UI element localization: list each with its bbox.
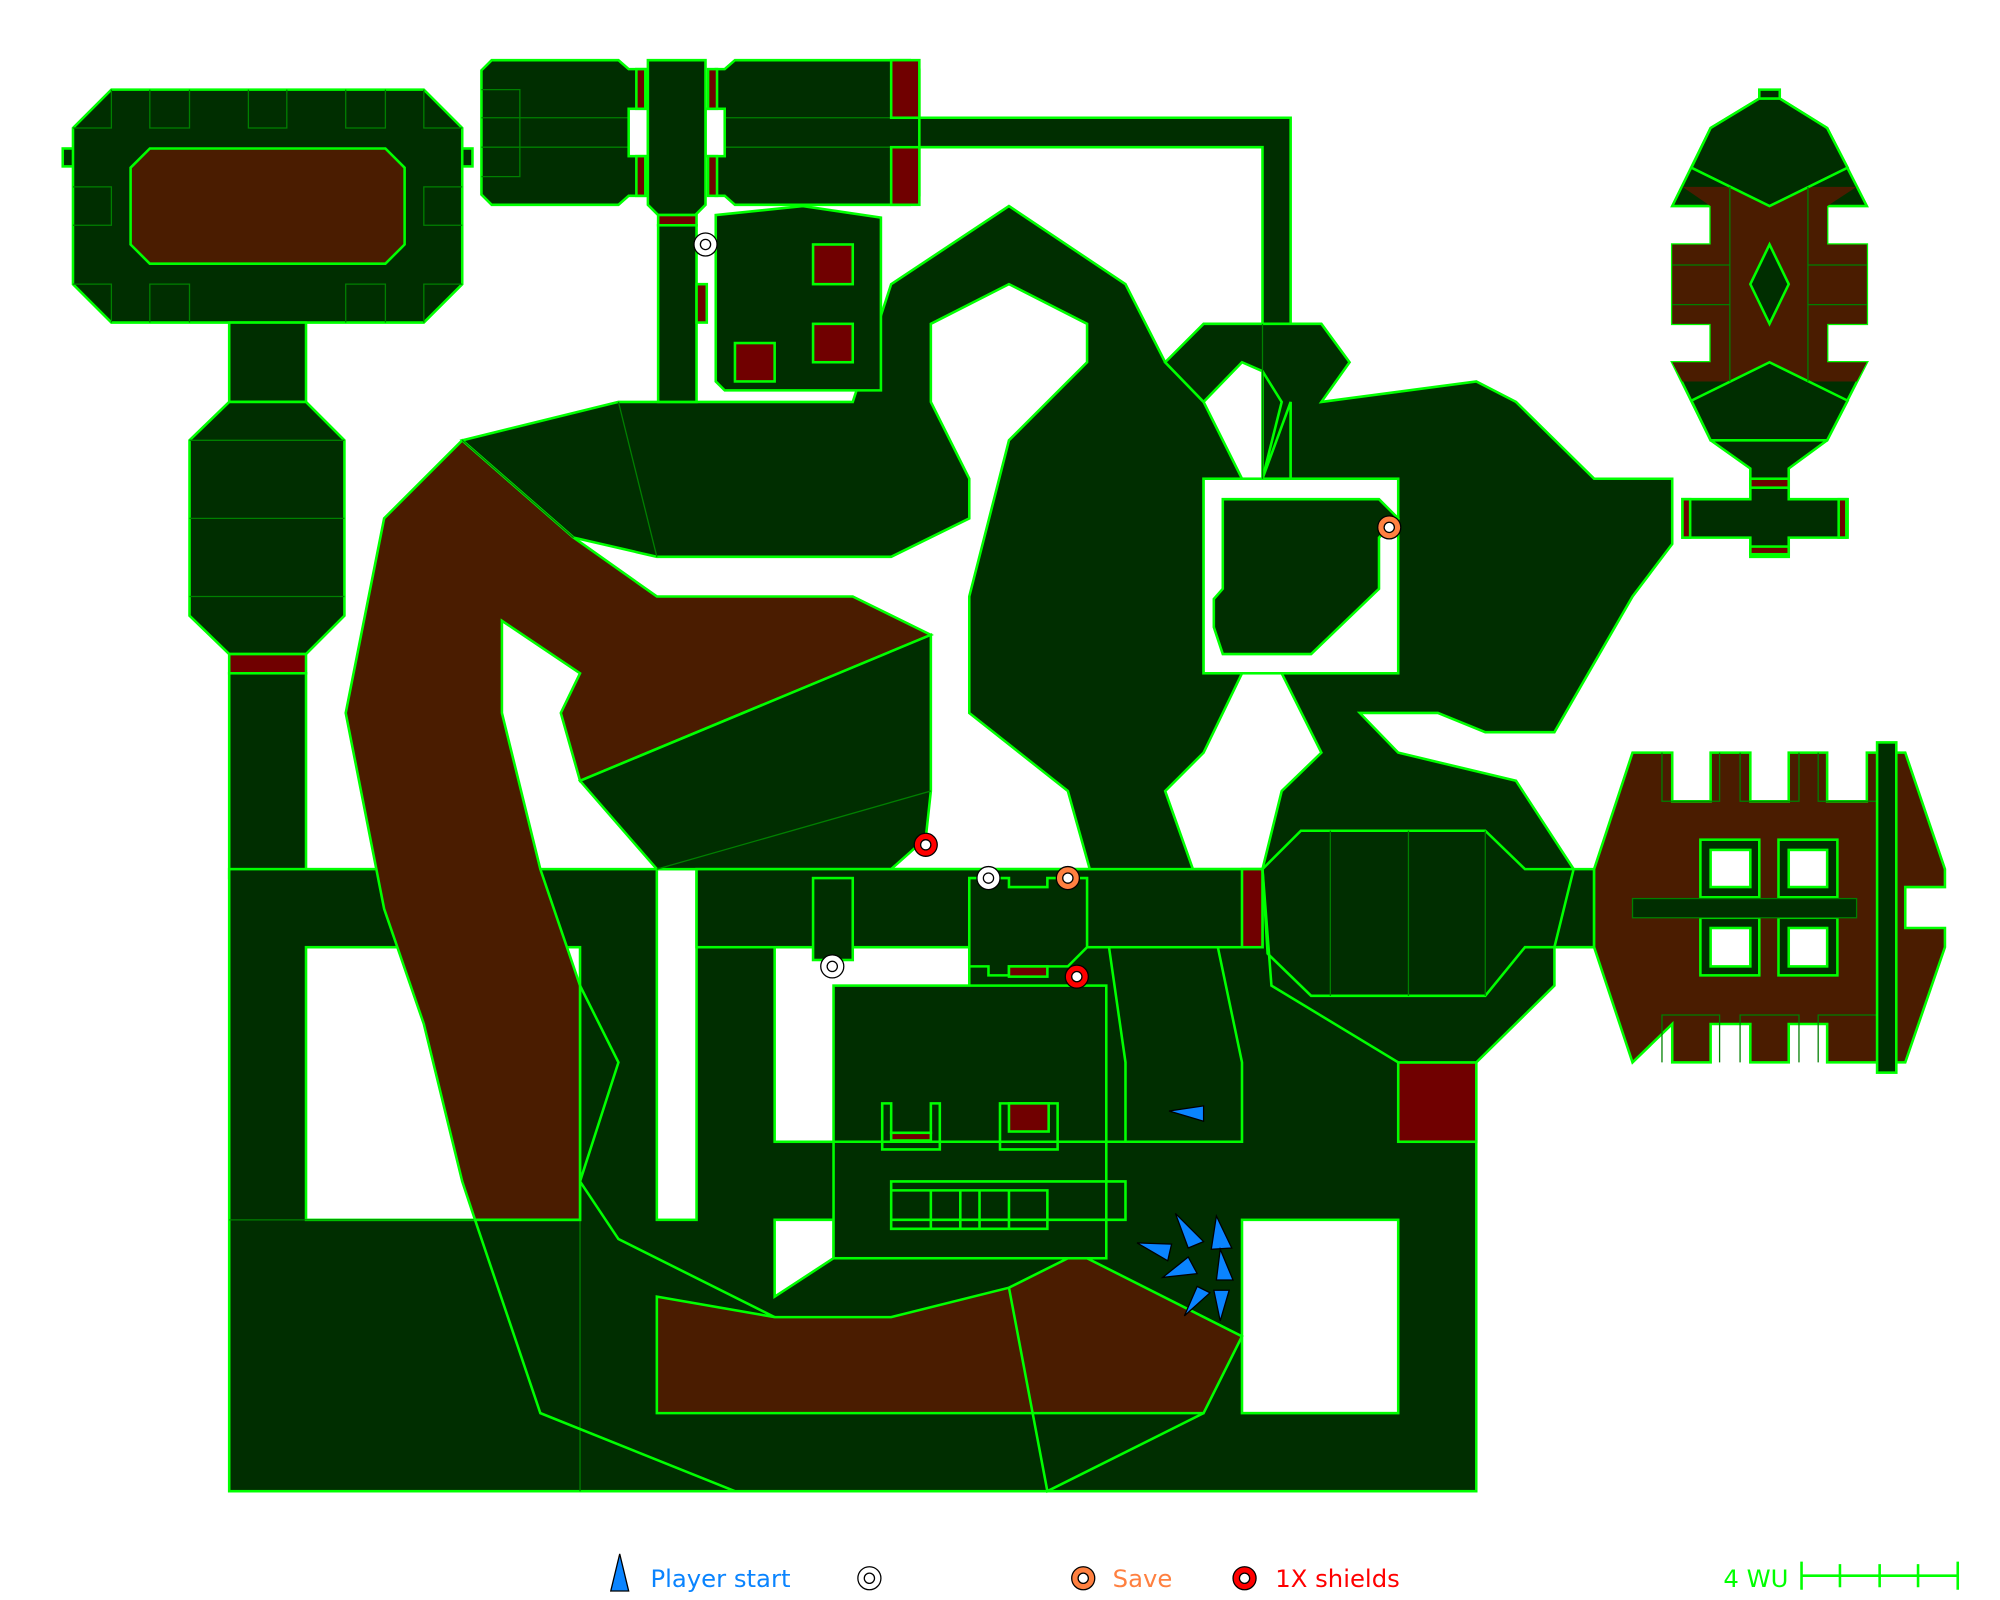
player-start-legend-icon: [609, 1553, 630, 1592]
shields-legend-icon: [1232, 1566, 1257, 1591]
save-pickup-icon: [1055, 865, 1081, 891]
northeast-pod: [1670, 88, 1869, 559]
scale-label: 4 WU: [1723, 1564, 1788, 1593]
shields-pickup-icon: [1064, 964, 1089, 989]
player-start-icon: [1136, 1242, 1173, 1262]
save-label: Save: [1113, 1564, 1173, 1593]
shields-label: 1X shields: [1275, 1564, 1400, 1593]
item-pickup-icon: [820, 954, 845, 979]
legend: Player start Save 1X shields 4 WU: [609, 1553, 1960, 1593]
save-legend-icon: [1071, 1566, 1096, 1591]
north-barracks: [480, 58, 921, 404]
player-start-icon: [1168, 1105, 1205, 1123]
scale-bar: [1800, 1561, 1960, 1590]
player-start-markers: [1136, 1105, 1234, 1322]
player-start-icon: [1160, 1255, 1199, 1279]
central-spine: [459, 204, 1245, 1144]
player-start-icon: [1210, 1213, 1233, 1250]
save-pickup-icon: [1377, 515, 1402, 540]
east-caverns: [1163, 322, 1674, 1064]
generic-item-legend-icon: [857, 1566, 882, 1591]
northwest-hall: [61, 88, 474, 675]
east-fortress: [1592, 741, 1947, 1074]
item-pickup-icon: [976, 865, 1001, 891]
item-pickup-icon: [693, 232, 718, 257]
player-start-label: Player start: [650, 1564, 790, 1593]
item-markers: [693, 232, 1402, 989]
shields-pickup-icon: [913, 832, 938, 857]
player-start-icon: [1183, 1285, 1212, 1317]
player-start-icon: [1215, 1246, 1234, 1281]
western-ramp: [344, 438, 934, 1222]
player-start-icon: [1213, 1289, 1231, 1322]
player-start-icon: [1174, 1212, 1205, 1249]
